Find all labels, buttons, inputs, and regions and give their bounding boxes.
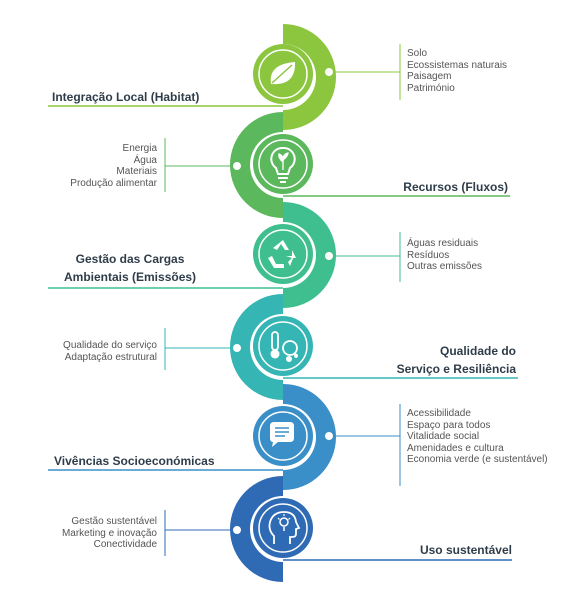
list-item: Energia — [122, 143, 157, 154]
list-item: Adaptação estrutural — [64, 351, 157, 363]
section-2-items: Energia Água Materiais Produção alimenta… — [70, 143, 157, 189]
section-1-items: Solo Ecossistemas naturais Paisagem Patr… — [407, 48, 507, 94]
list-item: Solo — [407, 48, 428, 59]
arc-2 — [230, 112, 283, 218]
list-item: Economia verde (e sustentável) — [407, 454, 548, 465]
list-item: Espaço para todos — [407, 419, 491, 431]
circle-3 — [253, 224, 313, 284]
section-3-graphic — [48, 202, 401, 308]
list-item: Amenidades e cultura — [407, 442, 504, 454]
section-5-graphic — [48, 384, 401, 490]
section-4-title: Qualidade do Serviço e Resiliência — [396, 344, 516, 376]
section-6-graphic — [164, 476, 512, 582]
dot-1 — [323, 66, 335, 78]
section-2-title: Recursos (Fluxos) — [403, 180, 508, 194]
head-idea-icon — [268, 511, 301, 544]
circle-5-inner — [258, 411, 308, 461]
list-item: Resíduos — [407, 249, 450, 261]
list-item: Produção alimentar — [70, 177, 157, 189]
list-item: Outras emissões — [407, 261, 483, 272]
list-item: Paisagem — [407, 71, 452, 82]
list-item: Vitalidade social — [407, 431, 480, 442]
dot-2 — [231, 160, 243, 172]
circle-1-inner — [258, 49, 308, 99]
dot-5 — [323, 430, 335, 442]
section-4-graphic — [164, 294, 518, 400]
section-3-items: Águas residuais Resíduos Outras emissões — [407, 238, 482, 273]
section-4-items: Qualidade do serviço Adaptação estrutura… — [63, 340, 157, 363]
section-6-title: Uso sustentável — [419, 543, 512, 557]
list-item: Materiais — [116, 166, 157, 177]
circle-6-inner — [258, 503, 308, 553]
arc-4 — [230, 294, 283, 400]
dot-6 — [231, 524, 243, 536]
thermometer-icon — [270, 331, 298, 362]
lightbulb-icon — [270, 146, 296, 183]
arc-6 — [230, 476, 283, 582]
section-1-title: Integração Local (Habitat) — [52, 90, 200, 104]
arc-1 — [283, 24, 336, 130]
leaf-icon — [270, 62, 296, 85]
list-item: Conectividade — [93, 539, 157, 550]
circle-2-inner — [258, 139, 308, 189]
list-item: Marketing e inovação — [61, 527, 157, 539]
arc-5 — [283, 384, 336, 490]
list-item: Património — [407, 82, 455, 94]
list-item: Qualidade do serviço — [63, 340, 157, 351]
section-1-graphic — [48, 24, 401, 130]
section-6-items: Gestão sustentável Marketing e inovação … — [62, 516, 157, 551]
list-item: Gestão sustentável — [71, 516, 157, 527]
section-5-title: Vivências Socioeconómicas — [54, 454, 215, 468]
chat-icon — [270, 422, 294, 447]
circle-4-inner — [258, 321, 308, 371]
circle-3-inner — [258, 229, 308, 279]
section-2-graphic — [164, 112, 510, 218]
list-item: Água — [133, 154, 157, 166]
dot-3 — [323, 250, 335, 262]
circle-6 — [253, 498, 313, 558]
list-item: Acessibilidade — [407, 408, 471, 419]
section-3-title: Gestão das Cargas Ambientais (Emissões) — [64, 252, 197, 284]
recycle-icon — [268, 240, 296, 268]
dot-4 — [231, 342, 243, 354]
arc-3 — [283, 202, 336, 308]
list-item: Ecossistemas naturais — [407, 59, 508, 71]
list-item: Águas residuais — [407, 238, 479, 249]
section-5-items: Acessibilidade Espaço para todos Vitalid… — [407, 408, 548, 466]
